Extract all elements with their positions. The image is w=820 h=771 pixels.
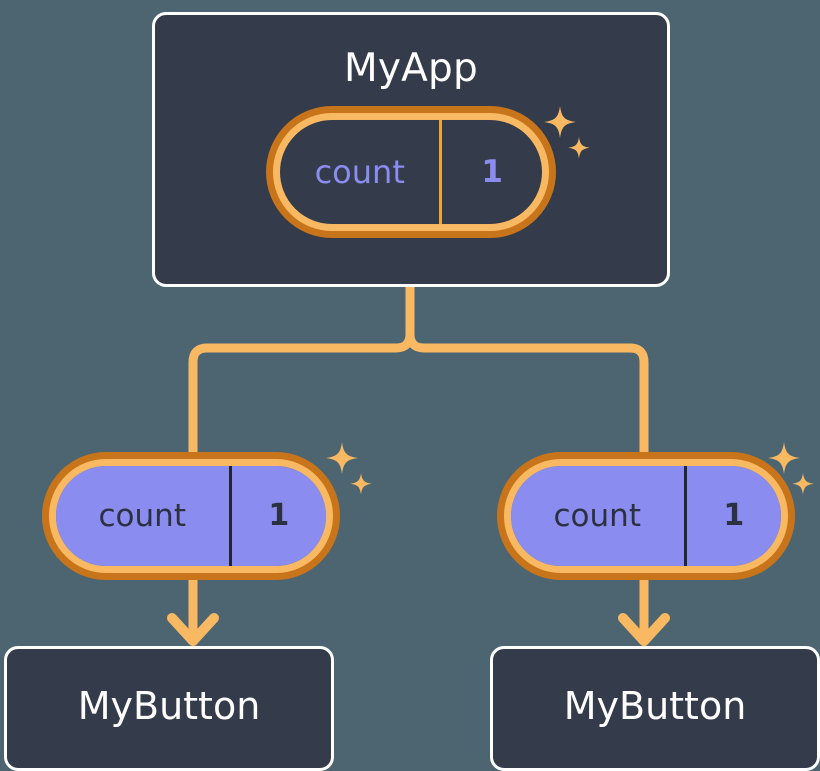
sparkle-star-large bbox=[326, 442, 358, 474]
pill-ring-inner bbox=[504, 459, 788, 573]
connector-tree-path bbox=[188, 283, 415, 457]
state-pill-child-left[interactable]: count 1 bbox=[42, 452, 340, 580]
pill-body: count 1 bbox=[56, 466, 326, 566]
arrow-down-left-head bbox=[167, 613, 219, 646]
pill-ring-outer bbox=[42, 452, 340, 580]
state-value-label: 1 bbox=[481, 153, 503, 190]
pill-body: count 1 bbox=[280, 120, 542, 224]
page-title: MyApp bbox=[344, 46, 478, 91]
state-value-label: 1 bbox=[723, 498, 745, 533]
pill-body: count 1 bbox=[511, 466, 781, 566]
state-key-label: count bbox=[56, 466, 232, 566]
connector-tree-path-right bbox=[405, 283, 649, 457]
state-pill-child-right[interactable]: count 1 bbox=[497, 452, 795, 580]
pill-ring-outer bbox=[266, 106, 556, 238]
arrow-down-right-head bbox=[618, 613, 670, 646]
state-key-label: count bbox=[280, 120, 443, 224]
component-label: MyButton bbox=[563, 684, 747, 728]
pill-ring-inner bbox=[49, 459, 333, 573]
component-label: MyButton bbox=[77, 684, 261, 728]
component-card-mybutton-right[interactable]: MyButton bbox=[490, 646, 820, 771]
state-pill-myapp[interactable]: count 1 bbox=[266, 106, 556, 238]
sparkle-star-small bbox=[792, 473, 814, 495]
component-card-mybutton-left[interactable]: MyButton bbox=[4, 646, 334, 771]
sparkle-star-small bbox=[350, 473, 372, 495]
state-value-label: 1 bbox=[268, 498, 290, 533]
pill-ring-inner bbox=[273, 113, 549, 231]
state-key-label: count bbox=[511, 466, 687, 566]
pill-ring-outer bbox=[497, 452, 795, 580]
